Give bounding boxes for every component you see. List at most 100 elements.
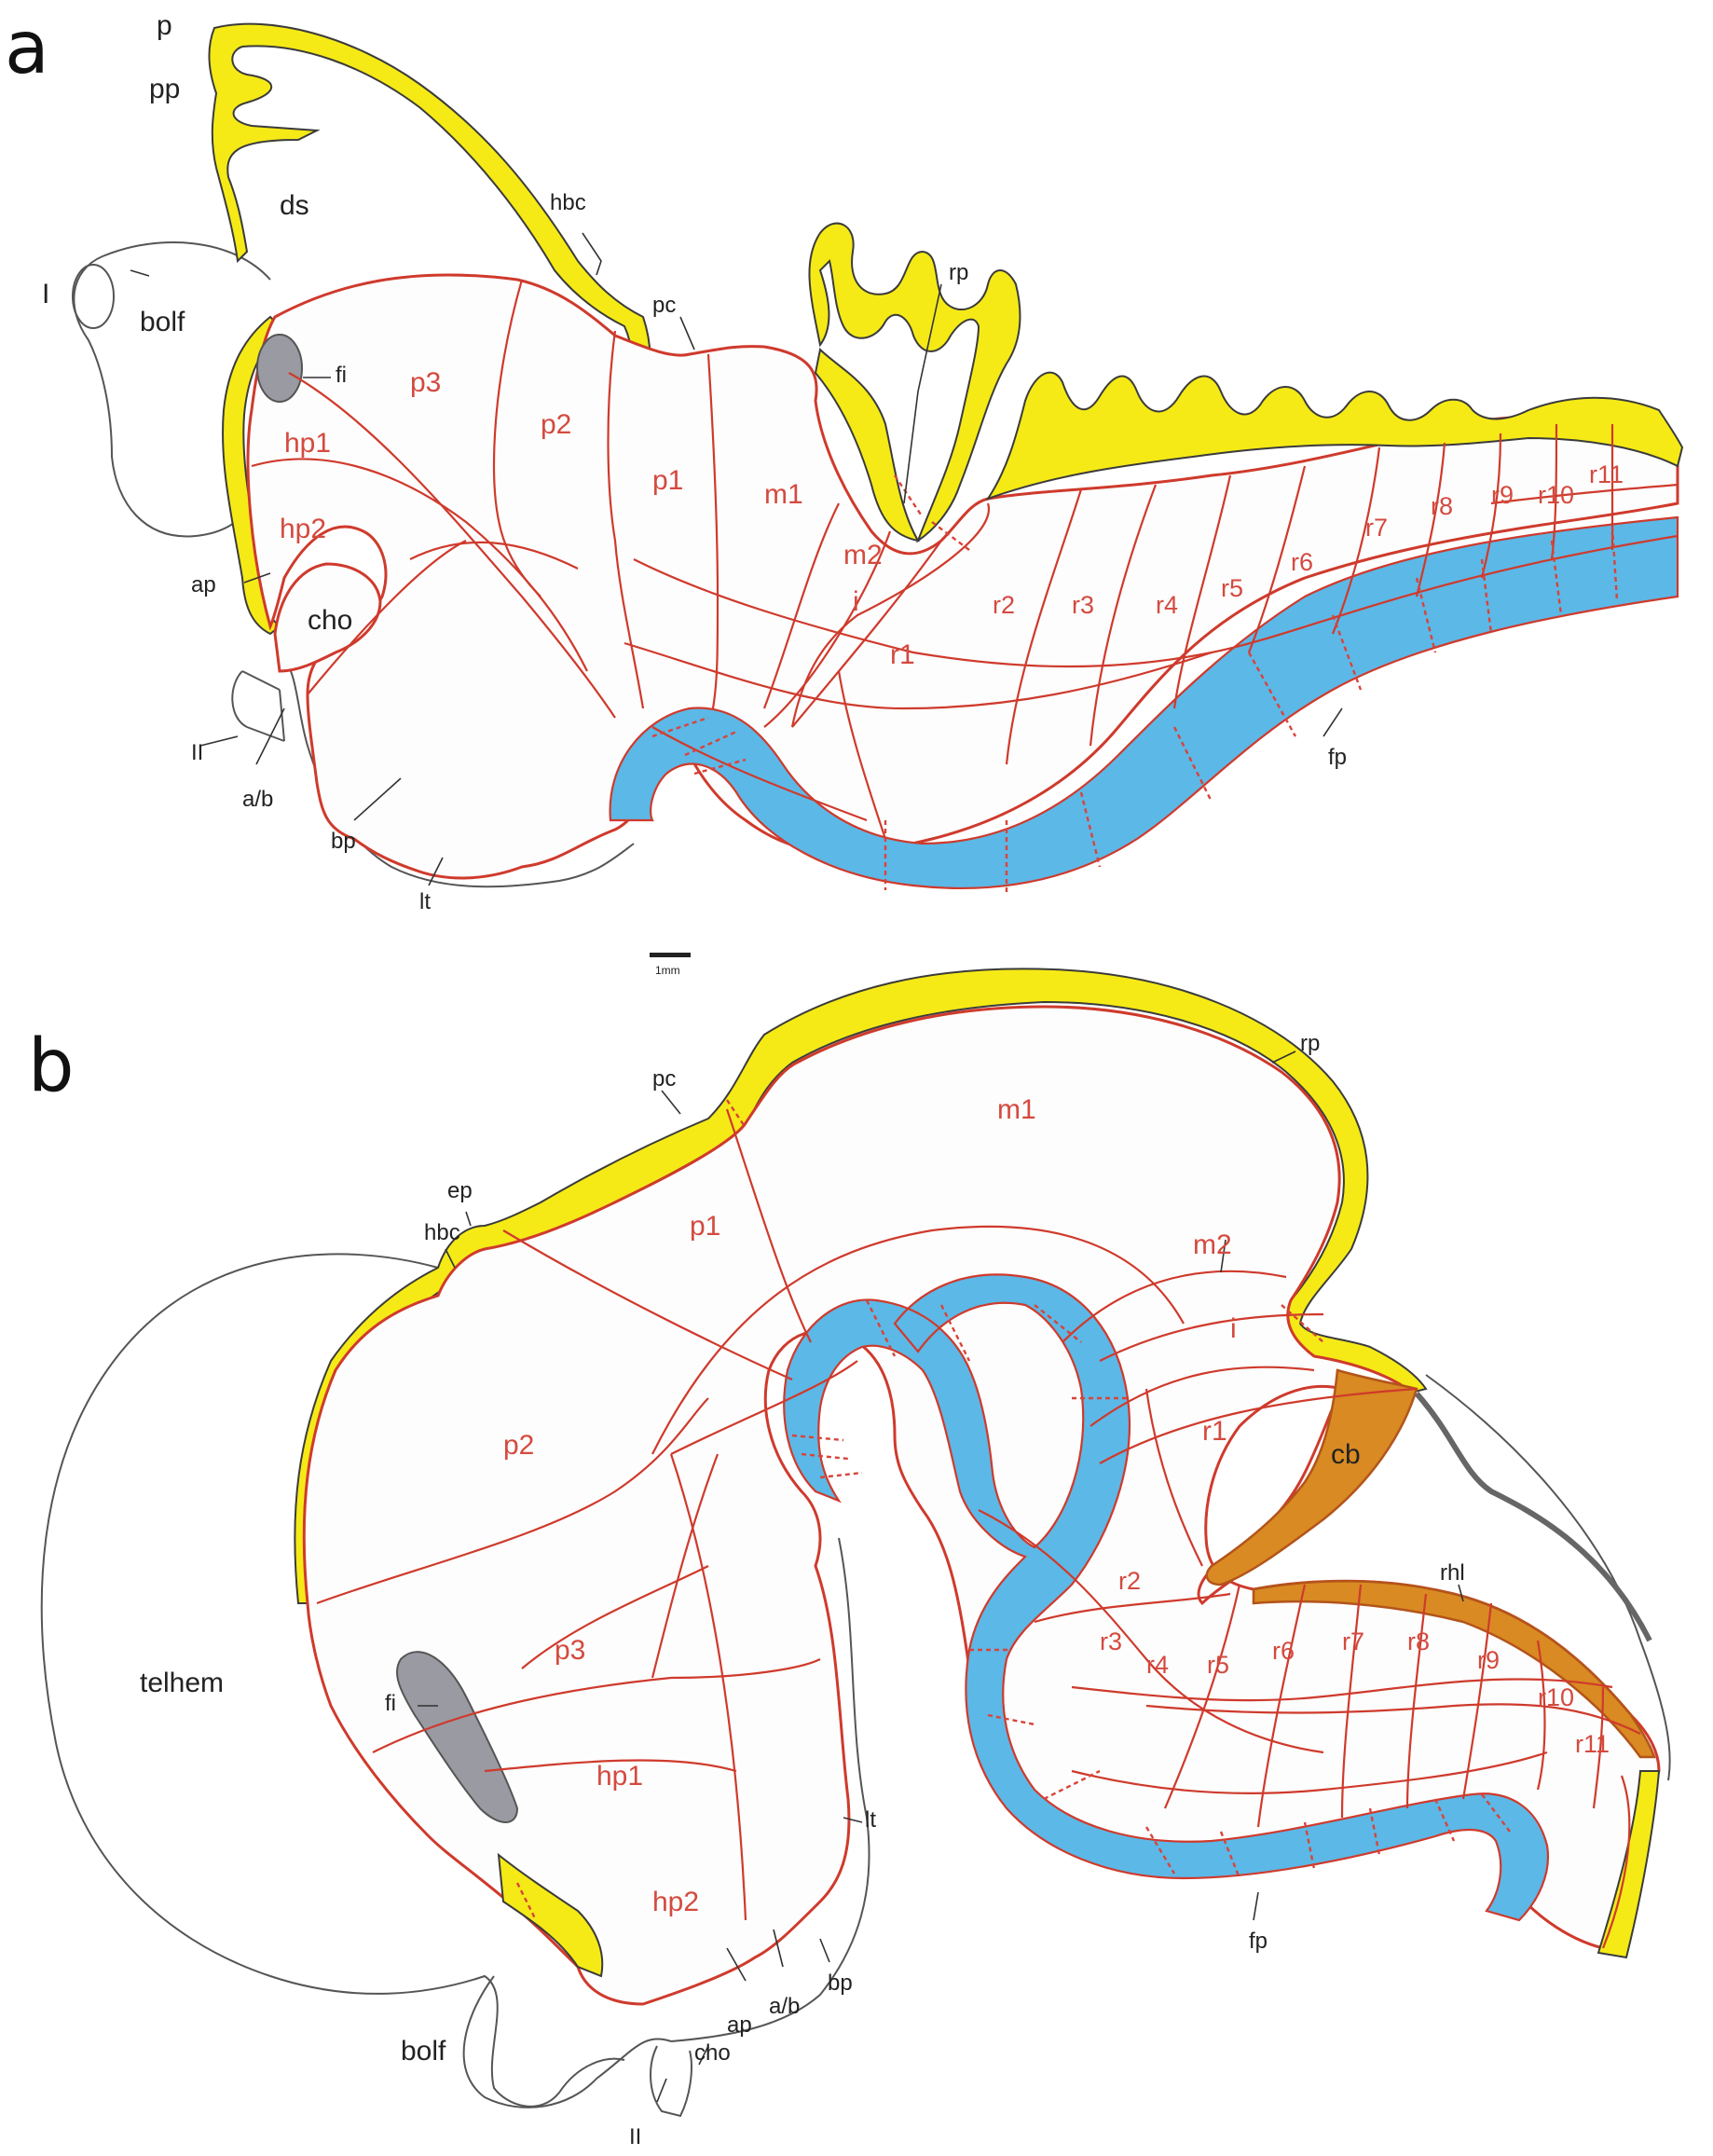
segment-boundaries-a bbox=[251, 279, 1679, 840]
label-II-b: II bbox=[629, 2124, 641, 2149]
label-r7-a: r7 bbox=[1365, 514, 1388, 542]
label-fi-b: fi bbox=[385, 1691, 396, 1716]
cerebellum-b bbox=[1205, 1368, 1418, 1586]
label-ep-b: ep bbox=[447, 1178, 473, 1203]
panel-a: a bbox=[5, 7, 1684, 977]
label-r1-b: r1 bbox=[1202, 1416, 1227, 1447]
label-r4-b: r4 bbox=[1146, 1651, 1169, 1679]
optic-nerve-a bbox=[231, 670, 285, 742]
label-II-a: II bbox=[191, 740, 203, 765]
label-r11-b: r11 bbox=[1575, 1730, 1610, 1758]
label-hp2-a: hp2 bbox=[280, 514, 326, 544]
label-r8-a: r8 bbox=[1431, 492, 1453, 520]
label-cho-b: cho bbox=[694, 2040, 731, 2066]
rhombic-lip-b bbox=[1252, 1580, 1656, 1759]
fasciculus-retroflexus-a bbox=[256, 334, 303, 403]
label-p2-b: p2 bbox=[503, 1430, 534, 1461]
label-r3-b: r3 bbox=[1100, 1627, 1122, 1655]
label-ap-a: ap bbox=[191, 572, 216, 597]
label-ap-b: ap bbox=[727, 2012, 752, 2038]
label-ab-a: a/b bbox=[242, 787, 273, 812]
label-r3-a: r3 bbox=[1072, 591, 1094, 619]
label-p3-b: p3 bbox=[555, 1635, 585, 1666]
label-hbc-b: hbc bbox=[424, 1220, 460, 1245]
roof-plate-a bbox=[208, 22, 651, 393]
telencephalon-outline-b bbox=[40, 1253, 625, 2108]
label-bp-b: bp bbox=[828, 1971, 853, 1996]
segment-boundaries-b bbox=[316, 1108, 1641, 1949]
label-lt-a: lt bbox=[419, 889, 431, 914]
label-i-a: i bbox=[853, 586, 859, 617]
mesencephalic-roof-a bbox=[808, 222, 1021, 543]
panel-letter-b: b bbox=[28, 1024, 75, 1108]
label-p1-b: p1 bbox=[690, 1211, 720, 1242]
label-rp-a: rp bbox=[949, 260, 968, 285]
label-r9-a: r9 bbox=[1491, 481, 1514, 509]
lower-outline-a bbox=[279, 652, 635, 888]
label-hp1-a: hp1 bbox=[284, 428, 331, 459]
label-cb-b: cb bbox=[1331, 1439, 1361, 1470]
label-l-a: I bbox=[42, 279, 49, 309]
label-pp-a: pp bbox=[149, 74, 180, 104]
label-bolf-b: bolf bbox=[401, 2036, 446, 2067]
scale-bar: 1mm bbox=[650, 953, 691, 977]
label-r5-b: r5 bbox=[1207, 1651, 1229, 1679]
hindbrain-roof-a bbox=[985, 371, 1684, 501]
label-r10-b: r10 bbox=[1538, 1683, 1574, 1711]
label-hp2-b: hp2 bbox=[652, 1887, 699, 1917]
label-r7-b: r7 bbox=[1342, 1627, 1364, 1655]
label-pc-b: pc bbox=[652, 1066, 676, 1092]
label-p3-a: p3 bbox=[410, 367, 441, 398]
label-bp-a: bp bbox=[331, 829, 356, 854]
scale-bar-label: 1mm bbox=[655, 964, 680, 977]
optic-stalk-b bbox=[650, 2045, 692, 2118]
label-r1-a: r1 bbox=[890, 639, 915, 670]
label-r5-a: r5 bbox=[1221, 574, 1243, 602]
label-rp-b: rp bbox=[1300, 1031, 1320, 1056]
lamina-terminalis-oval-a bbox=[72, 264, 115, 329]
lt-outline-b bbox=[670, 1537, 870, 2042]
label-hbc-a: hbc bbox=[550, 190, 586, 215]
label-cho-a: cho bbox=[308, 605, 352, 636]
label-p-a: p bbox=[157, 10, 172, 41]
label-r2-b: r2 bbox=[1118, 1567, 1141, 1595]
label-pc-a: pc bbox=[652, 293, 676, 318]
isthmic-roof-a bbox=[814, 347, 920, 542]
label-fp-b: fp bbox=[1249, 1929, 1268, 1954]
olfactory-bulb-outline-a bbox=[73, 241, 271, 538]
label-r6-a: r6 bbox=[1291, 548, 1313, 576]
roof-plate-lower-b bbox=[497, 1852, 604, 1978]
label-fi-a: fi bbox=[336, 363, 347, 388]
floor-plate-b bbox=[783, 1273, 1550, 1922]
floor-plate-a bbox=[609, 515, 1679, 890]
label-i-b: i bbox=[1230, 1313, 1237, 1344]
label-r11-a: r11 bbox=[1589, 460, 1624, 488]
label-r4-a: r4 bbox=[1156, 591, 1178, 619]
label-hp1-b: hp1 bbox=[596, 1761, 643, 1792]
hindbrain-right-edge-b bbox=[1597, 1770, 1661, 1959]
label-r8-b: r8 bbox=[1407, 1627, 1430, 1655]
label-m1-a: m1 bbox=[764, 479, 803, 510]
label-p2-a: p2 bbox=[541, 409, 571, 440]
label-ab-b: a/b bbox=[769, 1994, 800, 2019]
floor-dashes-b bbox=[515, 1099, 1511, 1921]
label-r6-b: r6 bbox=[1272, 1637, 1295, 1665]
label-fp-a: fp bbox=[1328, 745, 1347, 770]
label-bolf-a: bolf bbox=[140, 307, 185, 337]
label-rhl-b: rhl bbox=[1440, 1560, 1465, 1586]
panel-b: b bbox=[28, 968, 1671, 2149]
leader-lines-b bbox=[418, 1051, 1464, 2103]
label-ds-a: ds bbox=[280, 190, 309, 221]
leader-lines-a bbox=[130, 232, 1343, 886]
label-m1-b: m1 bbox=[997, 1094, 1036, 1125]
floor-dashes-a bbox=[651, 474, 1619, 895]
panel-letter-a: a bbox=[5, 7, 49, 90]
bolf-outline-b bbox=[462, 1975, 672, 2108]
label-p1-a: p1 bbox=[652, 465, 683, 496]
fasciculus-retroflexus-b bbox=[396, 1651, 519, 1823]
chiasm-notch-a bbox=[273, 562, 382, 673]
label-lt-b: lt bbox=[865, 1807, 876, 1833]
label-r9-b: r9 bbox=[1477, 1646, 1500, 1674]
label-m2-a: m2 bbox=[843, 540, 883, 570]
